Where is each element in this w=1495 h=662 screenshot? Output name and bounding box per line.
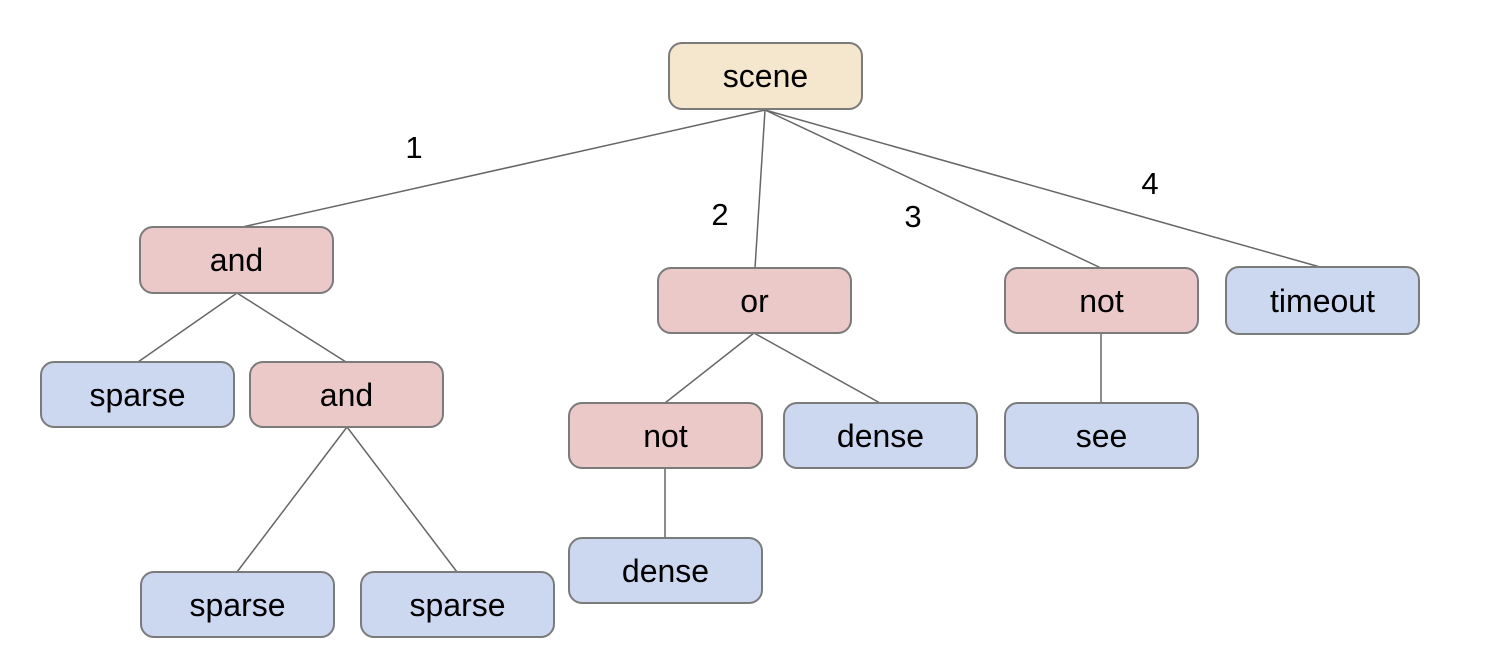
edge-label-1: 1 xyxy=(405,130,423,165)
edge-and2-sparse2 xyxy=(236,426,348,573)
node-sparse-2: sparse xyxy=(140,571,335,638)
node-and-2: and xyxy=(249,361,444,428)
node-sparse-3: sparse xyxy=(360,571,555,638)
edge-or-not xyxy=(664,332,755,404)
node-not-2: not xyxy=(568,402,763,469)
edge-label-2: 2 xyxy=(711,197,729,232)
edge-scene-or xyxy=(754,109,766,269)
node-or: or xyxy=(657,267,852,334)
node-dense-2: dense xyxy=(568,537,763,604)
edge-scene-not xyxy=(764,109,1102,269)
edge-and-and xyxy=(236,292,347,363)
node-and: and xyxy=(139,226,334,294)
node-not: not xyxy=(1004,267,1199,334)
edge-scene-timeout xyxy=(764,109,1321,268)
node-timeout: timeout xyxy=(1225,266,1420,335)
edge-or-dense xyxy=(753,332,881,404)
edge-and2-sparse3 xyxy=(346,426,458,573)
node-dense-1: dense xyxy=(783,402,978,469)
edge-scene-and xyxy=(237,109,766,229)
node-scene: scene xyxy=(668,42,863,110)
node-sparse-1: sparse xyxy=(40,361,235,428)
edge-and-sparse xyxy=(137,292,238,363)
edge-label-3: 3 xyxy=(904,199,922,234)
edge-label-4: 4 xyxy=(1141,166,1159,201)
node-see: see xyxy=(1004,402,1199,469)
